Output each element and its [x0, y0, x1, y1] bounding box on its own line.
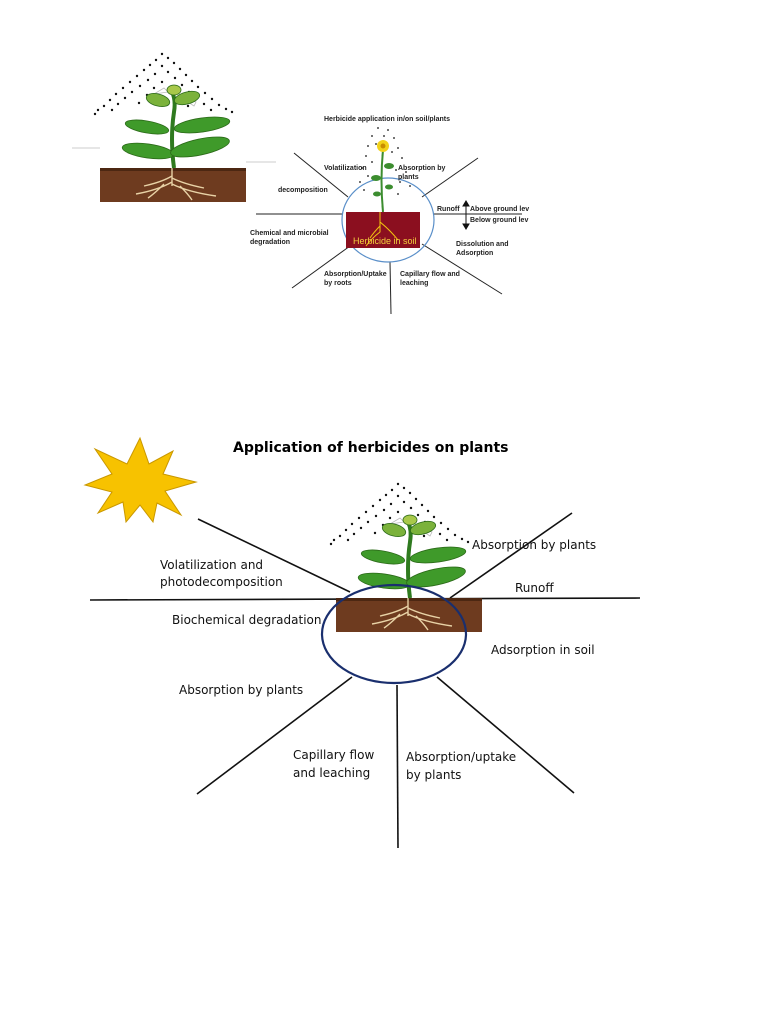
- volatilization-photodecomposition-label: Volatilization and photodecomposition: [160, 558, 283, 589]
- uptake-roots-label: Absorption/Uptake by roots: [324, 271, 389, 287]
- runoff-label-large: Runoff: [515, 581, 554, 595]
- bottom-diagram: Application of herbicides on plants Vola…: [83, 436, 641, 849]
- absorption-plants-label: Absorption by plants: [398, 165, 447, 181]
- biochemical-degradation-label: Biochemical degradation: [172, 613, 321, 627]
- above-ground-label: Above ground lev: [470, 206, 529, 213]
- plant-illustration-large: [327, 480, 484, 634]
- flower-plant: [371, 140, 394, 213]
- top-spray-dots: [359, 127, 411, 195]
- ground-level-arrow: [462, 200, 470, 230]
- dissolution-label: Dissolution and Adsorption: [456, 241, 510, 257]
- below-ground-label: Below ground lev: [470, 217, 528, 224]
- top-radiating-lines: [256, 152, 522, 315]
- herbicide-in-soil-label: Herbicide in soil: [353, 236, 417, 246]
- runoff-label: Runoff: [437, 206, 460, 213]
- sun-icon: [83, 436, 198, 524]
- volatilization-label: Volatilization: [324, 165, 367, 172]
- chem-micro-label: Chemical and microbial degradation: [250, 230, 331, 246]
- absorption-by-plants-top-label: Absorption by plants: [472, 538, 596, 552]
- decomposition-label: decomposition: [278, 187, 328, 194]
- application-label: Herbicide application in/on soil/plants: [324, 116, 450, 123]
- top-soil-box: [346, 212, 420, 248]
- top-diagram: Herbicide application in/on soil/plants …: [72, 50, 529, 315]
- absorption-by-plants-left-label: Absorption by plants: [179, 683, 303, 697]
- adsorption-in-soil-label: Adsorption in soil: [491, 643, 595, 657]
- capillary-label: Capillary flow and leaching: [400, 271, 462, 287]
- diagram-title: Application of herbicides on plants: [233, 440, 508, 456]
- bottom-soil-ring: [320, 583, 468, 685]
- top-soil-ring: [341, 177, 435, 263]
- capillary-flow-label: Capillary flow and leaching: [293, 748, 378, 780]
- plant-illustration-small: [91, 50, 248, 204]
- absorption-uptake-label: Absorption/uptake by plants: [406, 750, 520, 782]
